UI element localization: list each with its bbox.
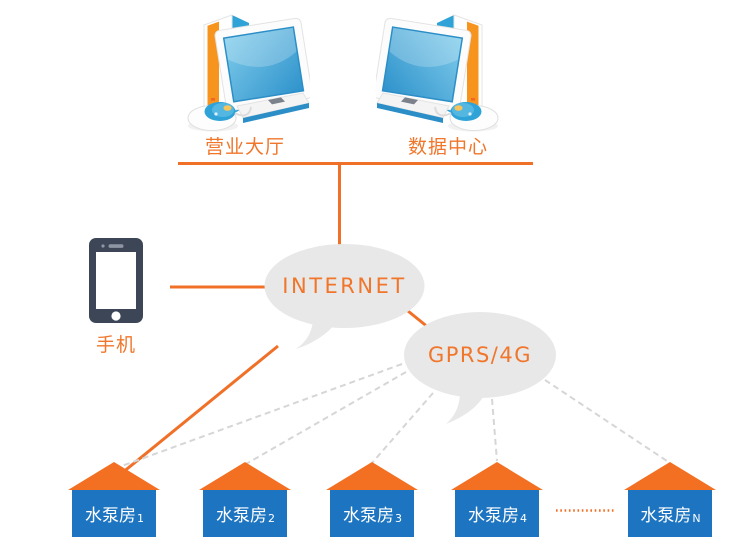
house-roof-icon (451, 462, 543, 490)
house-name: 水泵房 (85, 506, 136, 526)
house-subscript: 2 (268, 512, 275, 525)
house-subscript: 3 (395, 512, 402, 525)
house-subscript: 4 (520, 512, 527, 525)
internet-label: INTERNET (282, 274, 407, 298)
data-center-label: 数据中心 (407, 136, 488, 158)
house-roof-icon (326, 462, 418, 490)
house-name: 水泵房 (216, 506, 267, 526)
gprs-cloud-icon (404, 312, 556, 424)
house-roof-icon (624, 462, 716, 490)
dashed-gray-links (118, 363, 668, 468)
desktop-computer-icon (180, 2, 310, 135)
house-roof-icon (68, 462, 160, 490)
house-name: 水泵房 (640, 506, 692, 526)
house-subscript: 1 (137, 512, 144, 525)
internet-cloud-icon (264, 244, 425, 349)
house-roof-icon (199, 462, 291, 490)
phone-label: 手机 (95, 334, 136, 356)
desktop-computer-icon (376, 2, 506, 135)
house-name: 水泵房 (343, 506, 394, 526)
solid-orange-links (121, 162, 533, 475)
gprs-label: GPRS/4G (427, 343, 533, 367)
business-hall-label: 营业大厅 (204, 136, 285, 158)
house-name: 水泵房 (468, 506, 519, 526)
smartphone-icon (89, 238, 143, 323)
house-subscript: N (692, 512, 701, 525)
